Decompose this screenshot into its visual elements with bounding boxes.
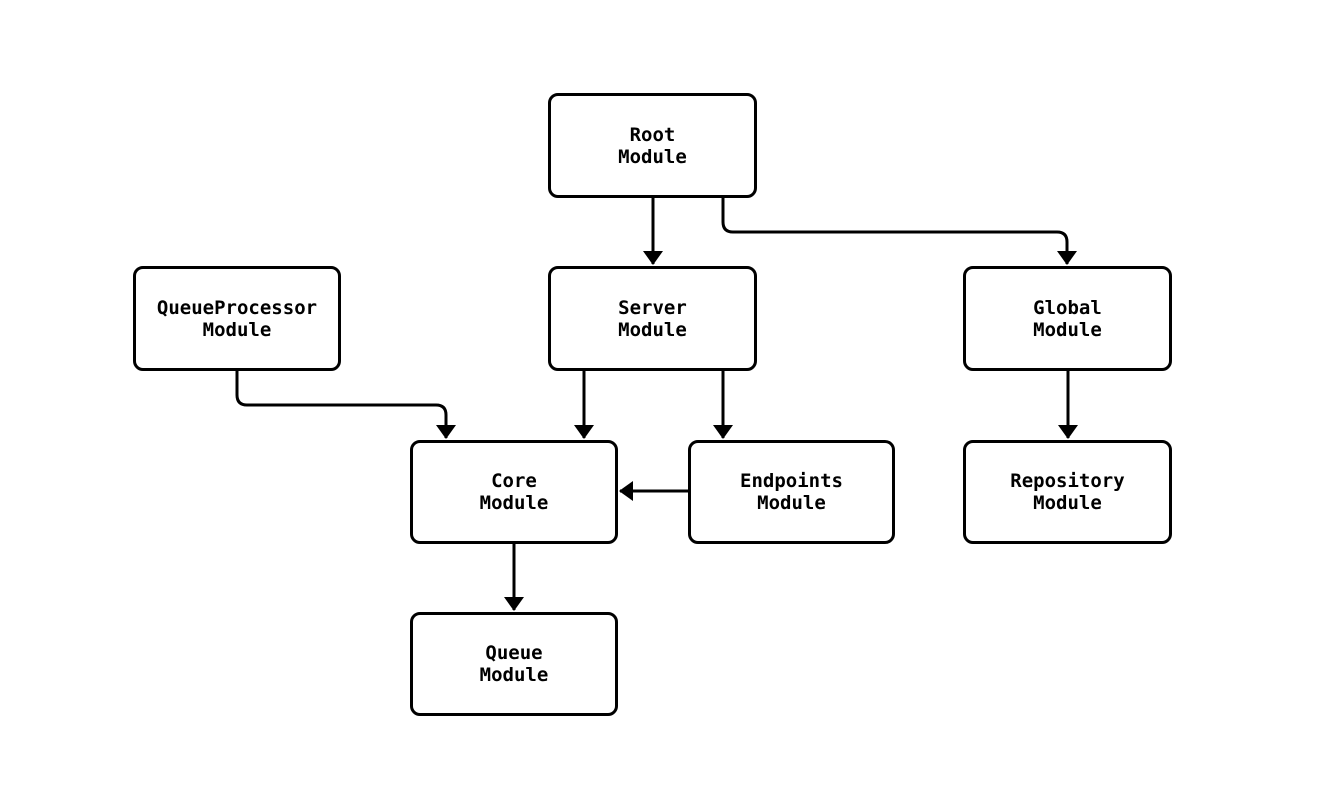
node-queue-module: Queue Module (410, 612, 618, 716)
node-core-module: Core Module (410, 440, 618, 544)
node-endpoints-module: Endpoints Module (688, 440, 895, 544)
node-label: Global Module (1033, 296, 1102, 341)
node-server-module: Server Module (548, 266, 757, 371)
edge-root-module-to-global-module (721, 198, 1077, 265)
node-label: Server Module (618, 296, 687, 341)
node-label: Endpoints Module (740, 470, 843, 514)
node-queueprocessor-module: QueueProcessor Module (133, 266, 341, 371)
node-label: Root Module (618, 123, 687, 168)
edge-group (235, 198, 1078, 611)
node-repository-module: Repository Module (963, 440, 1172, 544)
node-label: Core Module (479, 470, 549, 514)
edge-queueprocessor-module-to-core-module (235, 371, 456, 439)
node-global-module: Global Module (963, 266, 1172, 371)
node-label: Repository Module (1010, 470, 1125, 514)
node-label: QueueProcessor Module (156, 296, 318, 341)
node-label: Queue Module (479, 642, 549, 686)
node-root-module: Root Module (548, 93, 757, 198)
